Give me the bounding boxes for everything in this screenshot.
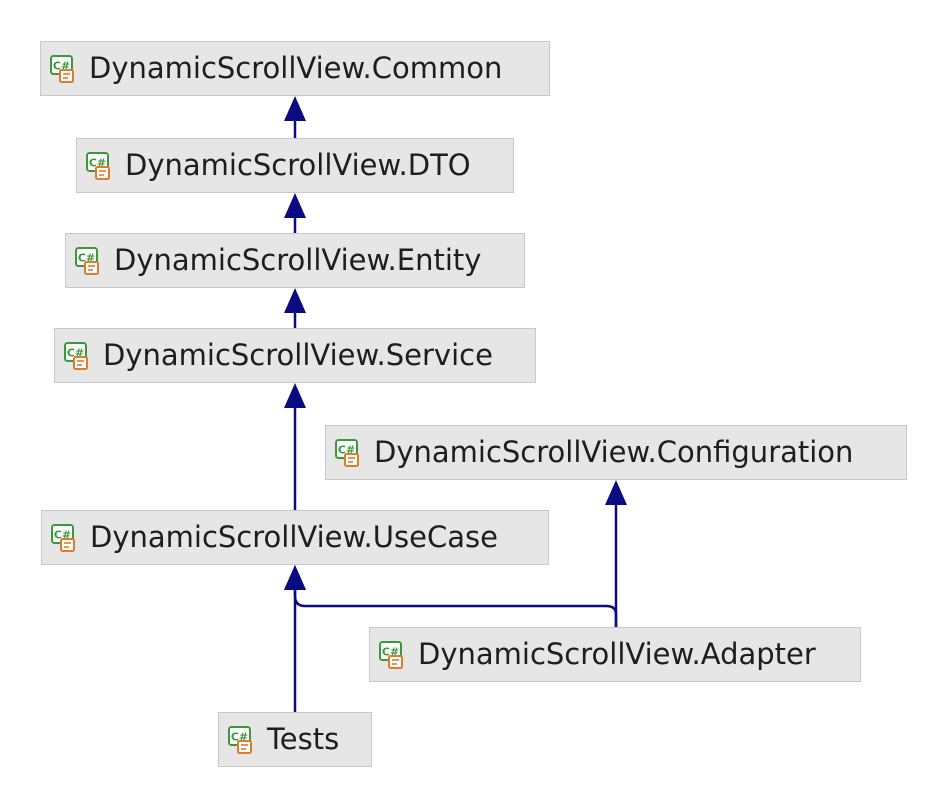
node-label: DynamicScrollView.UseCase xyxy=(90,520,498,554)
csharp-project-icon: C# xyxy=(64,341,88,370)
csharp-project-icon: C# xyxy=(379,640,403,669)
csharp-project-icon: C# xyxy=(51,523,75,552)
edge-adapter-to-usecase xyxy=(293,590,618,627)
node-label: Tests xyxy=(267,722,340,756)
node-adapter[interactable]: C# DynamicScrollView.Adapter xyxy=(369,627,861,682)
node-entity[interactable]: C# DynamicScrollView.Entity xyxy=(65,233,525,288)
node-label: DynamicScrollView.Entity xyxy=(114,243,482,277)
csharp-project-icon: C# xyxy=(75,246,99,275)
csharp-project-icon: C# xyxy=(335,438,359,467)
node-service[interactable]: C# DynamicScrollView.Service xyxy=(54,328,536,383)
node-label: DynamicScrollView.DTO xyxy=(125,148,471,182)
edge-arrowhead xyxy=(284,565,306,590)
csharp-project-icon: C# xyxy=(50,54,74,83)
node-label: DynamicScrollView.Configuration xyxy=(374,435,854,469)
csharp-project-icon: C# xyxy=(86,151,110,180)
node-dto[interactable]: C# DynamicScrollView.DTO xyxy=(76,138,514,193)
edge-arrowhead xyxy=(284,383,306,408)
node-common[interactable]: C# DynamicScrollView.Common xyxy=(40,41,550,96)
csharp-project-icon: C# xyxy=(228,725,252,754)
edge-arrowhead xyxy=(284,193,306,218)
node-configuration[interactable]: C# DynamicScrollView.Configuration xyxy=(325,425,907,480)
node-label: DynamicScrollView.Service xyxy=(103,338,493,372)
node-usecase[interactable]: C# DynamicScrollView.UseCase xyxy=(41,510,549,565)
node-label: DynamicScrollView.Common xyxy=(89,51,503,85)
node-label: DynamicScrollView.Adapter xyxy=(418,637,816,671)
edge-arrowhead xyxy=(284,96,306,121)
edge-arrowhead xyxy=(284,288,306,313)
edge-arrowhead xyxy=(605,480,627,505)
node-tests[interactable]: C# Tests xyxy=(218,712,372,767)
